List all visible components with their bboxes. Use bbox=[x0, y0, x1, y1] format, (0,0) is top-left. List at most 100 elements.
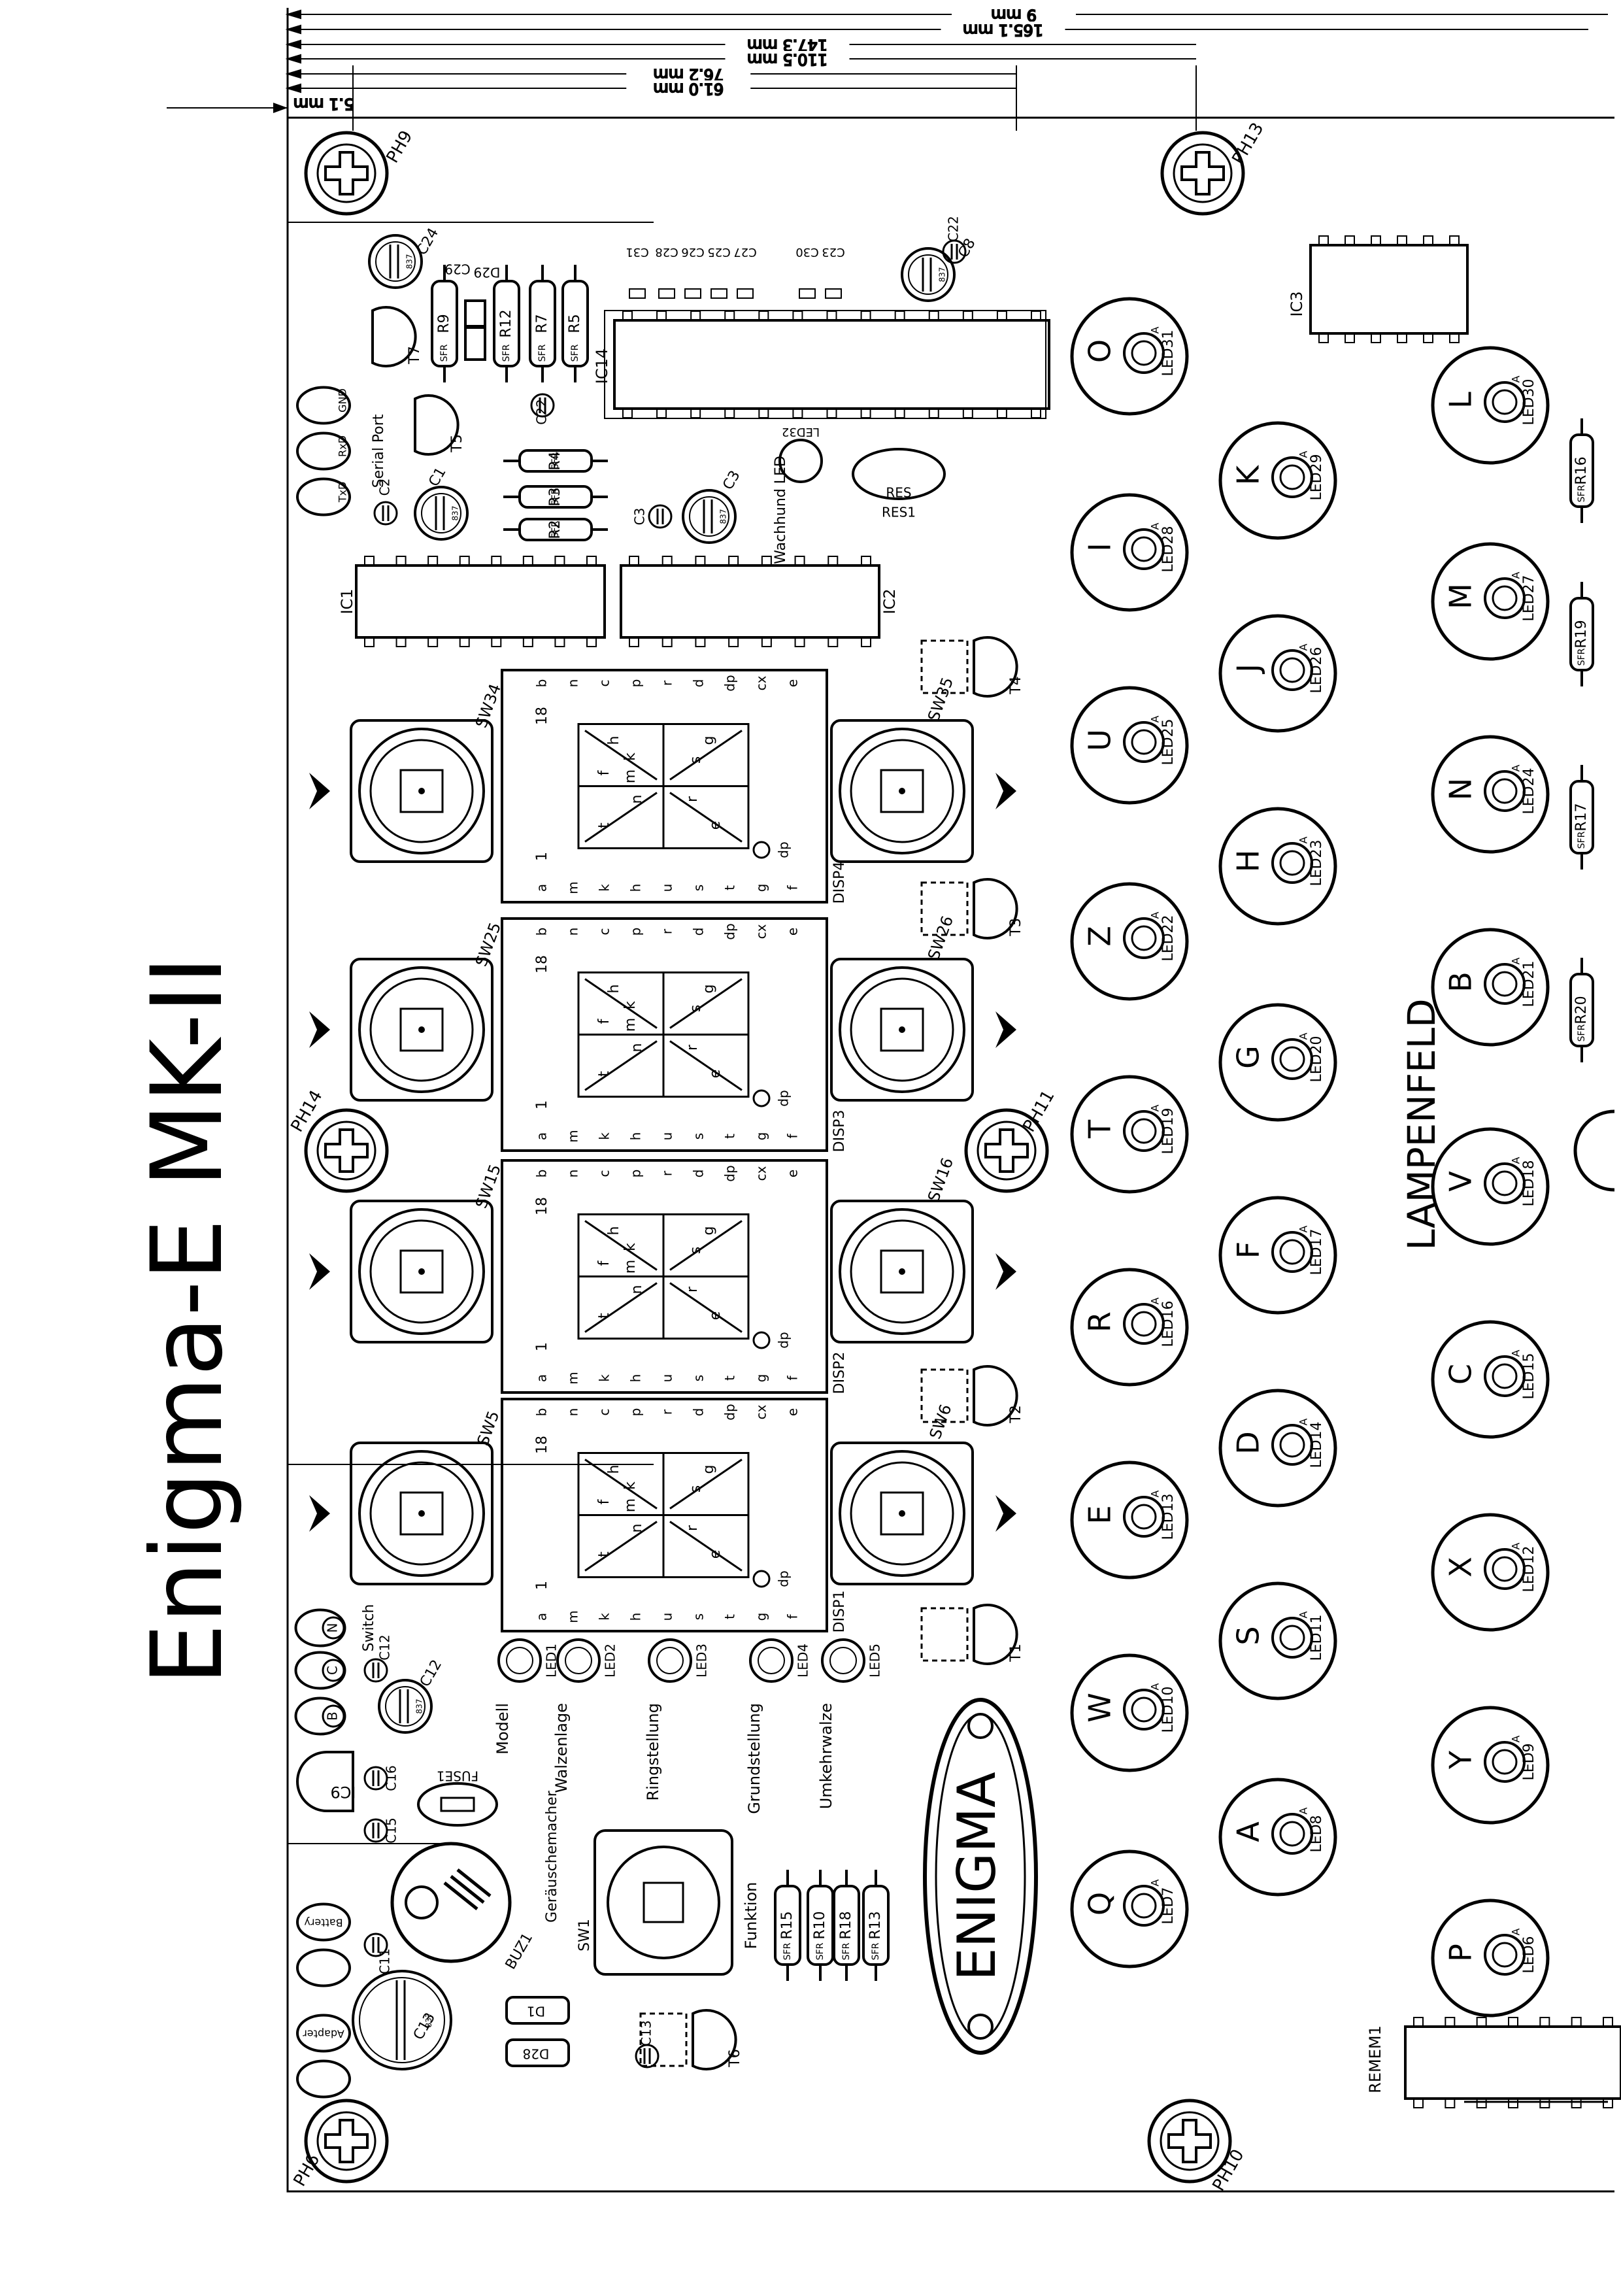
decimal-point-icon bbox=[752, 841, 771, 859]
lamp-letter: F bbox=[1231, 1241, 1266, 1258]
ic-pin bbox=[728, 556, 739, 566]
lamp-ring bbox=[1070, 1849, 1189, 1968]
led-icon bbox=[1123, 721, 1165, 763]
display-dp-label: dp bbox=[776, 841, 792, 858]
resistor-type: SFR bbox=[570, 344, 580, 362]
electrolytic-capacitor bbox=[352, 1970, 452, 2070]
resistor-body bbox=[1569, 973, 1594, 1047]
ic-pin bbox=[728, 637, 739, 647]
led-icon bbox=[1484, 963, 1526, 1005]
resistor-type: SFR bbox=[550, 452, 561, 469]
lamp-led-id: LED8 bbox=[1309, 1815, 1325, 1852]
lamp-ring bbox=[1218, 1581, 1337, 1700]
dimension-arrow bbox=[285, 24, 301, 35]
lamp-led-id: LED12 bbox=[1521, 1545, 1537, 1592]
display-pin-label: p bbox=[628, 928, 644, 936]
smd-capacitor bbox=[658, 288, 675, 299]
ic-pin bbox=[1031, 311, 1041, 321]
lamp-letter: E bbox=[1082, 1505, 1118, 1524]
resistor-body bbox=[1569, 597, 1594, 671]
display-pin-label: k bbox=[597, 884, 612, 892]
connector-pad bbox=[296, 2014, 351, 2053]
direction-arrow-icon bbox=[995, 1495, 1016, 1532]
lamp-ring bbox=[1431, 346, 1550, 465]
capacitor-value: 837 bbox=[405, 254, 414, 269]
resistor-id: R18 bbox=[838, 1911, 854, 1939]
led-icon-inner bbox=[1492, 1942, 1518, 1968]
electrolytic-capacitor bbox=[682, 489, 737, 544]
segment-letter: e bbox=[707, 1311, 724, 1321]
ic-pin bbox=[459, 556, 470, 566]
electrolytic-capacitor-inner bbox=[908, 254, 948, 295]
lamp-anode-mark: A bbox=[1297, 1807, 1310, 1814]
push-button-center bbox=[899, 1026, 905, 1033]
decimal-point-icon bbox=[752, 1331, 771, 1349]
led-icon bbox=[1484, 1934, 1526, 1976]
resistor-id: R15 bbox=[779, 1911, 795, 1939]
mode-led-id: LED5 bbox=[867, 1644, 883, 1678]
lamp-letter: P bbox=[1443, 1944, 1479, 1962]
lamp-led-id: LED31 bbox=[1160, 329, 1177, 376]
led-icon bbox=[1484, 1162, 1526, 1204]
led-icon-inner bbox=[1492, 1556, 1518, 1582]
capacitor bbox=[373, 501, 398, 526]
lamp-led-id: LED21 bbox=[1521, 960, 1537, 1007]
segment-glyph bbox=[577, 723, 750, 849]
resistor-id: R5 bbox=[567, 314, 583, 333]
capacitor-id: C31 bbox=[626, 245, 648, 259]
mode-led-label: Ringstellung bbox=[644, 1703, 662, 1800]
electrolytic-capacitor-inner bbox=[359, 1977, 445, 2063]
display-outline bbox=[501, 917, 828, 1152]
ic-body bbox=[1404, 2025, 1621, 2100]
transistor-outline bbox=[920, 1607, 969, 1662]
electrolytic-capacitor bbox=[414, 486, 469, 541]
capacitor-value: 837 bbox=[719, 509, 728, 524]
segment-glyph bbox=[577, 1213, 750, 1340]
ic-pin bbox=[1345, 333, 1355, 343]
segment-letter: m bbox=[622, 1018, 639, 1032]
transistor-id: T5 bbox=[449, 434, 465, 452]
resistor-type: SFR bbox=[815, 1942, 826, 1960]
lamp-ring bbox=[1431, 1320, 1550, 1439]
display-pin-label: dp bbox=[722, 1165, 738, 1181]
led-icon-inner bbox=[1492, 585, 1518, 611]
ic-pin bbox=[894, 311, 905, 321]
lamp-letter: K bbox=[1231, 464, 1266, 485]
ic-pin bbox=[1397, 235, 1407, 246]
display-pin-label: e bbox=[785, 679, 801, 687]
resistor-body bbox=[1569, 780, 1594, 854]
capacitor bbox=[635, 2044, 660, 2068]
lamp-led-id: LED28 bbox=[1160, 526, 1177, 572]
direction-arrow-icon bbox=[309, 1253, 330, 1290]
ic-pin bbox=[554, 637, 565, 647]
mode-led-label: Walzenlage bbox=[552, 1703, 571, 1793]
segment-letter: m bbox=[622, 1260, 639, 1274]
push-button-cap bbox=[399, 1007, 444, 1052]
capacitor-value: 837 bbox=[938, 267, 947, 282]
mount-hole bbox=[304, 2099, 389, 2184]
buzzer-label: Geräuschemacher bbox=[544, 1790, 560, 1923]
ic-pin bbox=[459, 637, 470, 647]
lamp-led-id: LED9 bbox=[1521, 1743, 1537, 1780]
lamp-anode-mark: A bbox=[1149, 911, 1161, 919]
ic-socket bbox=[604, 310, 1046, 419]
segment-letter: t bbox=[596, 1313, 612, 1319]
capacitor bbox=[363, 1766, 388, 1791]
display-pin-label: f bbox=[785, 1376, 801, 1381]
electrolytic-capacitor bbox=[368, 234, 423, 289]
logo-rivet bbox=[967, 2014, 994, 2040]
display-pin-label: a bbox=[534, 1132, 550, 1140]
display-pin-label: f bbox=[785, 1134, 801, 1139]
mode-led-inner bbox=[829, 1647, 857, 1674]
lamp-anode-mark: A bbox=[1149, 1879, 1161, 1886]
lamp-letter: N bbox=[1443, 778, 1479, 800]
ic-pin bbox=[1571, 2017, 1582, 2027]
display-pin-label: d bbox=[691, 1408, 707, 1417]
resistor-id: R2 bbox=[547, 520, 563, 539]
ic-pin bbox=[1031, 408, 1041, 418]
lamp-ring bbox=[1431, 1899, 1550, 2017]
display-pin-label: c bbox=[597, 928, 612, 936]
push-button-cap bbox=[880, 1491, 924, 1536]
led-icon bbox=[1123, 1885, 1165, 1927]
